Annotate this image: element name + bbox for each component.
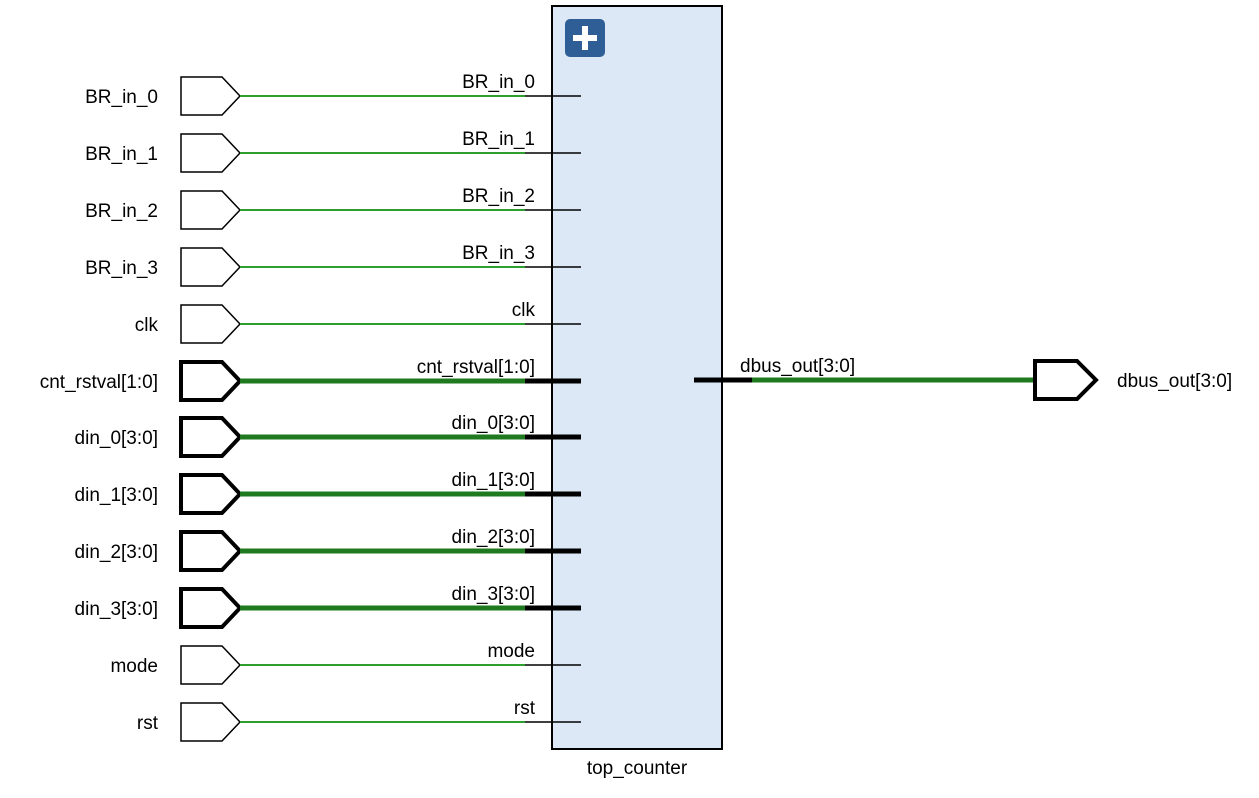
input-port-symbol[interactable] — [179, 530, 243, 572]
block-name: top_counter — [587, 758, 688, 779]
pin-label: clk — [512, 300, 536, 321]
input-port-din-1-3-0[interactable]: din_1[3:0] din_1[3:0] — [75, 470, 581, 515]
pin-label: cnt_rstval[1:0] — [417, 357, 535, 378]
input-port-label: din_3[3:0] — [75, 599, 158, 620]
input-port-din-2-3-0[interactable]: din_2[3:0] din_2[3:0] — [75, 527, 581, 572]
output-port-label: dbus_out[3:0] — [1117, 371, 1232, 392]
input-port-symbol[interactable] — [180, 76, 242, 116]
pin-label: BR_in_3 — [462, 243, 535, 264]
input-port-mode[interactable]: mode mode — [110, 641, 581, 685]
input-port-label: clk — [135, 315, 159, 336]
input-port-din-0-3-0[interactable]: din_0[3:0] din_0[3:0] — [75, 413, 581, 458]
pin-label: din_2[3:0] — [452, 527, 535, 548]
input-port-cnt-rstval-1-0[interactable]: cnt_rstval[1:0] cnt_rstval[1:0] — [40, 357, 581, 402]
input-port-br-in-2[interactable]: BR_in_2BR_in_2 — [85, 186, 581, 230]
pin-label: mode — [487, 641, 535, 662]
pin-label: din_3[3:0] — [452, 584, 535, 605]
input-port-label: cnt_rstval[1:0] — [40, 372, 158, 393]
pin-label: BR_in_0 — [462, 72, 535, 93]
plus-icon — [573, 26, 597, 50]
top-counter-block[interactable] — [551, 5, 723, 750]
input-port-label: din_1[3:0] — [75, 485, 158, 506]
input-port-label: din_0[3:0] — [75, 428, 158, 449]
input-port-br-in-0[interactable]: BR_in_0BR_in_0 — [85, 72, 581, 116]
input-port-symbol[interactable] — [180, 133, 242, 173]
input-port-br-in-3[interactable]: BR_in_3BR_in_3 — [85, 243, 581, 287]
input-port-clk[interactable]: clk clk — [135, 300, 581, 344]
input-port-symbol[interactable] — [179, 587, 243, 629]
input-port-symbol[interactable] — [179, 416, 243, 458]
input-port-symbol[interactable] — [179, 360, 243, 402]
input-port-symbol[interactable] — [180, 247, 242, 287]
output-port-dbus-out-3-0[interactable]: dbus_out[3:0] dbus_out[3:0] — [694, 356, 1232, 401]
input-port-symbol[interactable] — [180, 190, 242, 230]
input-port-symbol[interactable] — [180, 304, 242, 344]
input-port-label: mode — [110, 656, 158, 677]
output-port-symbol[interactable] — [1033, 359, 1099, 401]
pin-label: din_0[3:0] — [452, 413, 535, 434]
input-port-br-in-1[interactable]: BR_in_1BR_in_1 — [85, 129, 581, 173]
input-port-din-3-3-0[interactable]: din_3[3:0] din_3[3:0] — [75, 584, 581, 629]
pin-label: BR_in_1 — [462, 129, 535, 150]
input-port-label: rst — [137, 713, 159, 734]
pin-label: BR_in_2 — [462, 186, 535, 207]
input-port-symbol[interactable] — [180, 645, 242, 685]
input-port-symbol[interactable] — [179, 473, 243, 515]
input-port-rst[interactable]: rst rst — [137, 698, 581, 742]
expand-button[interactable] — [565, 19, 605, 57]
input-port-label: din_2[3:0] — [75, 542, 158, 563]
pin-label: rst — [514, 698, 536, 719]
pin-label: din_1[3:0] — [452, 470, 535, 491]
pin-label: dbus_out[3:0] — [740, 356, 855, 377]
input-port-label: BR_in_2 — [85, 201, 158, 222]
input-port-symbol[interactable] — [180, 702, 242, 742]
input-port-label: BR_in_3 — [85, 258, 158, 279]
input-port-label: BR_in_0 — [85, 87, 158, 108]
input-port-label: BR_in_1 — [85, 144, 158, 165]
